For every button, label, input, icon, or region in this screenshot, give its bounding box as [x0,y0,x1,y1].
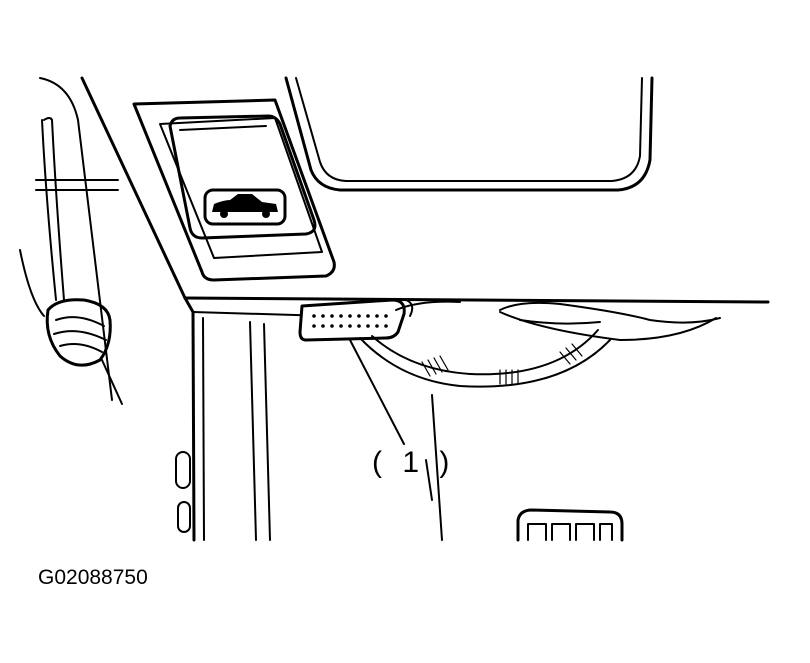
left-harness [19,117,123,405]
connector-pin [384,314,388,318]
door-frame [39,76,770,542]
connector-pin [357,314,361,318]
connector-pin [312,324,316,328]
connector-pin [321,314,325,318]
connector-pin [375,314,379,318]
figure-id: G02088750 [38,566,148,589]
connector-pin [321,324,325,328]
connector-pin [357,324,361,328]
connector-pin [339,324,343,328]
connector-pin [330,314,334,318]
connector-pin [330,324,334,328]
wiring-bundle [359,300,721,388]
lower-vent [516,508,624,542]
connector-pin [384,324,388,328]
trunk-release-switch [132,98,336,282]
connector-pin [366,324,370,328]
mounting-slots [175,451,433,533]
car-trunk-release-icon [212,194,278,218]
connector-pin [375,324,379,328]
connector-pin [348,314,352,318]
connector-pin [312,314,316,318]
connector-pin [348,324,352,328]
callout-leader [349,339,405,445]
data-link-connector [298,298,414,342]
dash-panel-outline [284,76,654,192]
connector-pin [366,314,370,318]
connector-pin [339,314,343,318]
connector-callout-label: ( 1 ) [372,446,456,479]
